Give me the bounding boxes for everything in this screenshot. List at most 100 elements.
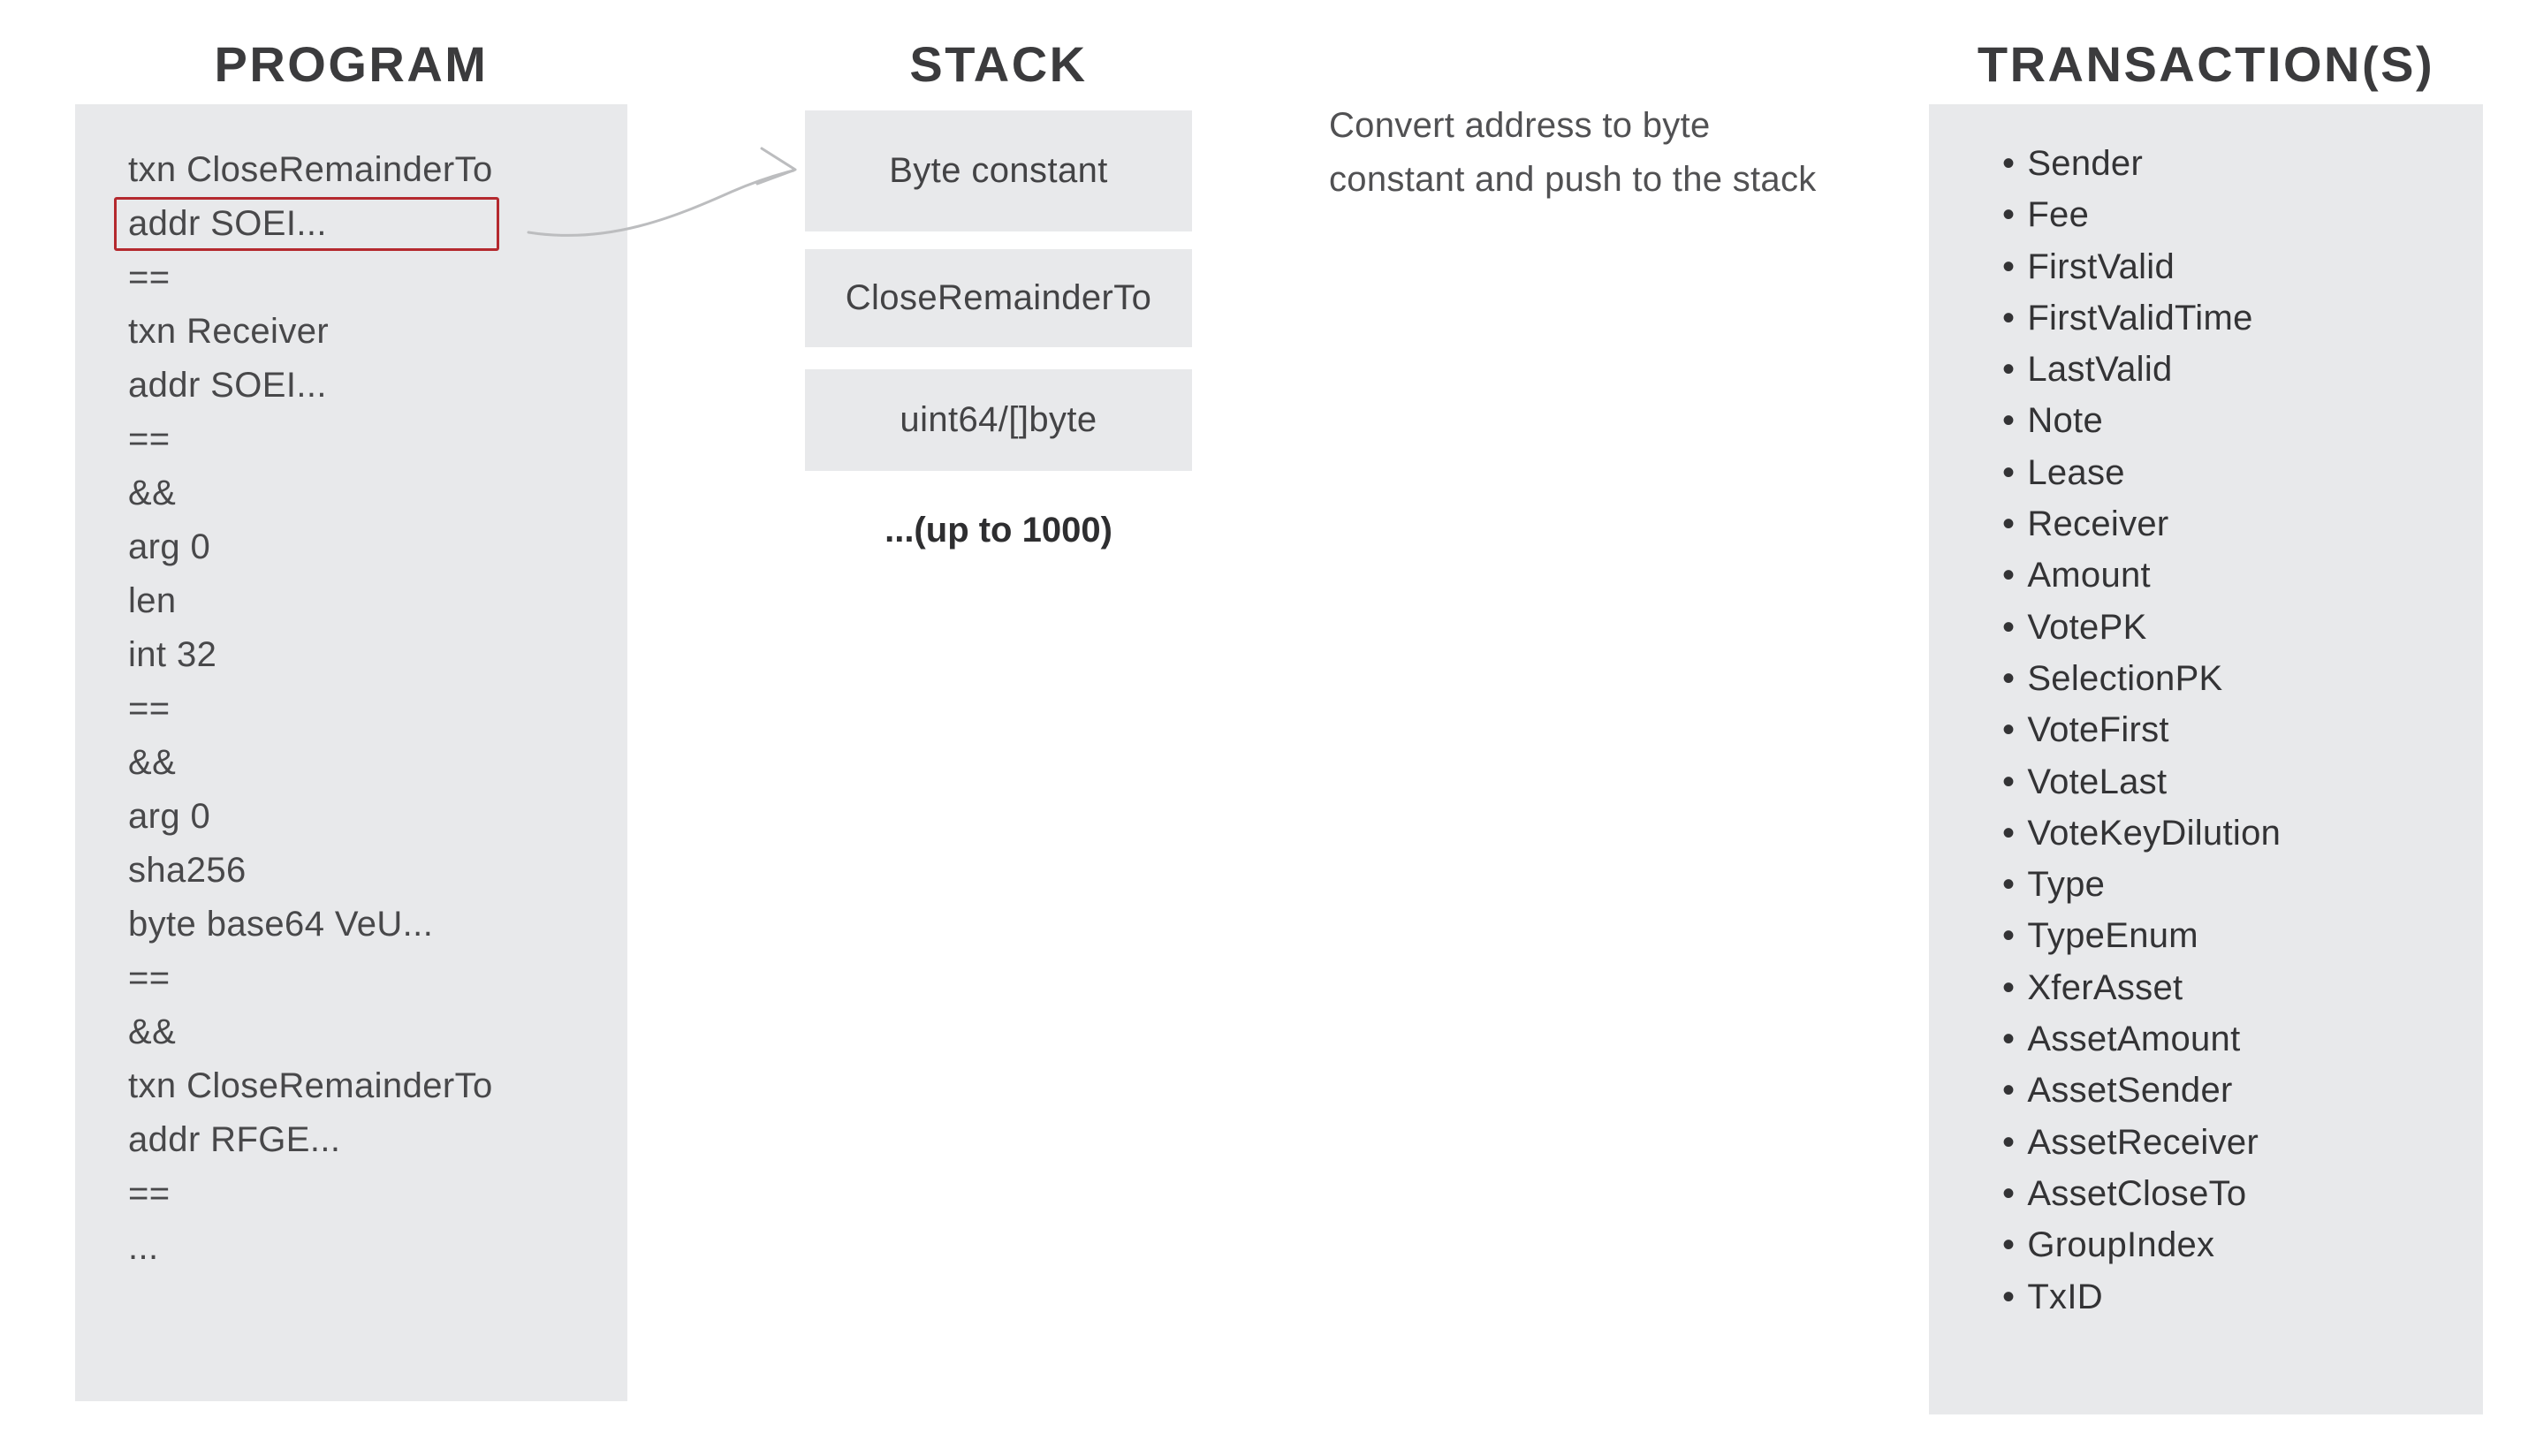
transaction-field-item: • AssetSender xyxy=(2002,1065,2479,1116)
bullet-icon: • xyxy=(2002,401,2016,441)
program-code-line: sha256 xyxy=(128,851,247,890)
transaction-field-label: LastValid xyxy=(2027,350,2173,390)
bullet-icon: • xyxy=(2002,452,2016,492)
stack-slot-uint64-byte: uint64/[]byte xyxy=(805,369,1192,471)
transaction-field-item: • AssetAmount xyxy=(2002,1013,2479,1065)
program-code-line: addr SOEI... xyxy=(114,197,499,251)
bullet-icon: • xyxy=(2002,1071,2016,1111)
transaction-field-label: VoteKeyDilution xyxy=(2027,813,2282,853)
transaction-field-item: • VoteKeyDilution xyxy=(2002,808,2479,859)
bullet-icon: • xyxy=(2002,658,2016,698)
transaction-field-item: • Type xyxy=(2002,859,2479,910)
transaction-field-label: Receiver xyxy=(2027,504,2169,544)
transaction-field-item: • Receiver xyxy=(2002,498,2479,550)
transaction-field-label: Type xyxy=(2027,865,2106,905)
program-code-line: len xyxy=(128,581,177,620)
bullet-icon: • xyxy=(2002,916,2016,956)
program-code-line: addr SOEI... xyxy=(128,366,327,405)
transaction-field-item: • AssetReceiver xyxy=(2002,1117,2479,1168)
transaction-field-item: • Sender xyxy=(2002,138,2479,189)
transaction-field-item: •VoteLast xyxy=(2002,756,2479,808)
program-code-line: byte base64 VeU... xyxy=(128,905,434,944)
transaction-field-label: XferAsset xyxy=(2027,967,2183,1007)
transaction-field-item: •VoteFirst xyxy=(2002,704,2479,755)
transaction-field-label: TxID xyxy=(2027,1277,2103,1316)
program-code-line: == xyxy=(128,1174,171,1213)
program-code-list: txn CloseRemainderTo addr SOEI... == txn… xyxy=(114,143,499,1275)
bullet-icon: • xyxy=(2002,195,2016,235)
program-code-line: txn Receiver xyxy=(128,312,330,351)
program-code-line: arg 0 xyxy=(128,527,211,566)
program-code-line: txn CloseRemainderTo xyxy=(128,150,493,189)
transaction-field-label: FirstValidTime xyxy=(2027,298,2253,337)
bullet-icon: • xyxy=(2002,1173,2016,1213)
program-code-line: && xyxy=(128,743,177,782)
transaction-field-item: • XferAsset xyxy=(2002,962,2479,1013)
bullet-icon: • xyxy=(2002,762,2016,801)
stack-column-title: STACK xyxy=(909,36,1088,92)
transaction-field-item: • FirstValid xyxy=(2002,241,2479,292)
transaction-fields-list: • Sender • Fee • FirstValid • FirstValidTime… xyxy=(2002,138,2479,1323)
program-code-line: txn CloseRemainderTo xyxy=(128,1066,493,1105)
transaction-field-label: AssetAmount xyxy=(2027,1020,2241,1059)
program-to-stack-arrow xyxy=(527,147,797,237)
program-code-line: == xyxy=(128,420,171,459)
program-code-line: addr RFGE... xyxy=(128,1120,341,1159)
transaction-field-label: AssetSender xyxy=(2027,1071,2233,1111)
bullet-icon: • xyxy=(2002,556,2016,595)
transaction-field-label: AssetCloseTo xyxy=(2027,1173,2247,1213)
transaction-field-item: • Fee xyxy=(2002,189,2479,240)
program-code-line: == xyxy=(128,959,171,997)
transaction-field-item: • TypeEnum xyxy=(2002,910,2479,961)
transaction-field-item: • AssetCloseTo xyxy=(2002,1168,2479,1219)
transactions-panel xyxy=(1929,104,2483,1414)
transaction-field-label: Note xyxy=(2027,401,2104,441)
bullet-icon: • xyxy=(2002,350,2016,390)
bullet-icon: • xyxy=(2002,967,2016,1007)
program-code-line: arg 0 xyxy=(128,797,211,836)
transaction-field-label: Lease xyxy=(2027,452,2125,492)
bullet-icon: • xyxy=(2002,607,2016,647)
arrow-annotation: Convert address to byte constant and pus… xyxy=(1329,106,1817,199)
transaction-field-label: AssetReceiver xyxy=(2027,1122,2259,1162)
transaction-field-item: • Amount xyxy=(2002,550,2479,601)
transaction-field-label: VotePK xyxy=(2027,607,2147,647)
bullet-icon: • xyxy=(2002,298,2016,337)
bullet-icon: • xyxy=(2002,504,2016,544)
bullet-icon: • xyxy=(2002,813,2016,853)
bullet-icon: • xyxy=(2002,1122,2016,1162)
transaction-field-item: • TxID xyxy=(2002,1271,2479,1323)
bullet-icon: • xyxy=(2002,1277,2016,1316)
program-panel xyxy=(75,104,627,1401)
transaction-field-label: Amount xyxy=(2027,556,2151,595)
transaction-field-label: Sender xyxy=(2027,144,2144,183)
program-code-line: int 32 xyxy=(128,635,217,674)
program-code-line: ... xyxy=(128,1228,159,1267)
stack-capacity-note: ...(up to 1000) xyxy=(885,511,1112,550)
bullet-icon: • xyxy=(2002,144,2016,183)
transaction-field-label: Fee xyxy=(2027,195,2090,235)
transaction-field-item: • LastValid xyxy=(2002,344,2479,395)
transaction-field-label: TypeEnum xyxy=(2027,916,2198,956)
transaction-field-item: • VotePK xyxy=(2002,602,2479,653)
stack-slot-byte-constant: Byte constant xyxy=(805,110,1192,231)
program-code-line: && xyxy=(128,1012,177,1051)
program-code-line: && xyxy=(128,474,177,512)
bullet-icon: • xyxy=(2002,865,2016,905)
transactions-column-title: TRANSACTION(S) xyxy=(1977,36,2435,92)
transaction-field-label: GroupIndex xyxy=(2027,1225,2215,1265)
stack-slot-closeremainderto: CloseRemainderTo xyxy=(805,249,1192,347)
bullet-icon: • xyxy=(2002,246,2016,286)
transaction-field-item: • Lease xyxy=(2002,447,2479,498)
transaction-field-label: FirstValid xyxy=(2027,246,2175,286)
bullet-icon: • xyxy=(2002,1225,2016,1265)
transaction-field-item: • Note xyxy=(2002,395,2479,446)
program-code-line: == xyxy=(128,258,171,297)
bullet-icon: • xyxy=(2002,1020,2016,1059)
program-column-title: PROGRAM xyxy=(214,36,489,92)
transaction-field-item: • FirstValidTime xyxy=(2002,292,2479,344)
transaction-field-label: SelectionPK xyxy=(2027,658,2223,698)
transaction-field-label: VoteFirst xyxy=(2027,710,2169,750)
arrowhead-icon xyxy=(755,147,797,186)
